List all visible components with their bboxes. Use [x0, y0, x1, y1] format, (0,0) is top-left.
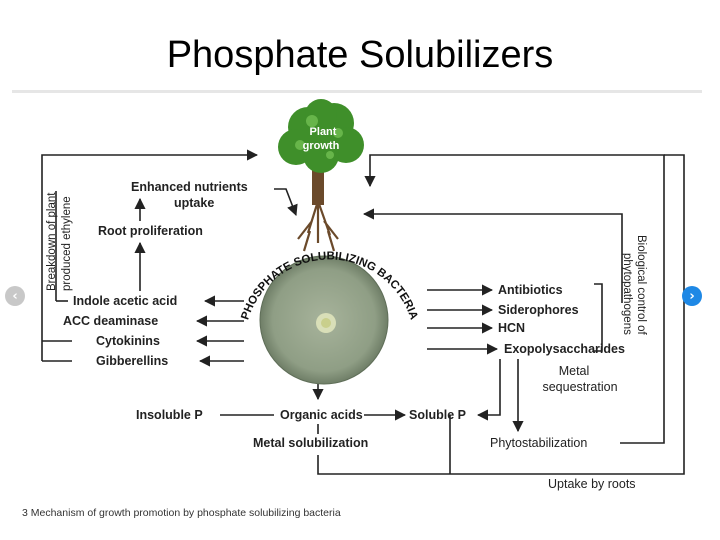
- label-phytostabilization: Phytostabilization: [490, 436, 587, 450]
- chevron-left-icon[interactable]: ‹: [5, 286, 25, 306]
- label-gibberellins: Gibberellins: [96, 354, 168, 368]
- label-biocontrol-line1: Biological control of: [635, 235, 647, 336]
- label-enhanced-line1: Enhanced nutrients: [131, 180, 248, 194]
- arrow-exopoly-soluble: [476, 359, 501, 421]
- loop-left-outer: [41, 149, 259, 361]
- plant-label-line1: Plant: [310, 126, 337, 138]
- label-exopoly: Exopolysaccharides: [504, 342, 625, 356]
- label-metal-solubilization: Metal solubilization: [253, 436, 368, 450]
- label-metal-seq-line1: Metal: [559, 364, 590, 378]
- arrow-enhanced-to-roots: [274, 188, 298, 217]
- label-metal-seq-line2: sequestration: [542, 380, 617, 394]
- figure-caption: 3 Mechanism of growth promotion by phosp…: [22, 507, 341, 519]
- chevron-right-icon[interactable]: ›: [682, 286, 702, 306]
- label-uptake-roots: Uptake by roots: [548, 477, 636, 491]
- label-breakdown-line1: Breakdown of plant: [46, 192, 58, 291]
- plant-tree: Plant growth: [278, 99, 364, 252]
- roots: [297, 200, 339, 252]
- bracket-biocontrol: [594, 283, 603, 352]
- label-organic: Organic acids: [280, 408, 363, 422]
- trunk: [312, 165, 324, 205]
- label-acc: ACC deaminase: [63, 314, 158, 328]
- label-biocontrol-line2: phytopathogens: [621, 253, 633, 335]
- label-root-proliferation: Root proliferation: [98, 224, 203, 238]
- loop-right-outer: [364, 154, 665, 444]
- label-hcn: HCN: [498, 321, 525, 335]
- loop-uptake-roots: [317, 154, 685, 475]
- figure-frame: Plant growth PHOSPHATE SOLUBILIZING BACT…: [12, 90, 702, 525]
- label-enhanced-line2: uptake: [174, 196, 214, 210]
- loop-biocontrol: [362, 208, 623, 303]
- label-soluble: Soluble P: [409, 408, 466, 422]
- petri-dish: [259, 255, 389, 385]
- label-insoluble: Insoluble P: [136, 408, 203, 422]
- plant-label-line2: growth: [303, 140, 340, 152]
- slide-title: Phosphate Solubilizers: [166, 34, 554, 76]
- label-cytokinins: Cytokinins: [96, 334, 160, 348]
- label-antibiotics: Antibiotics: [498, 283, 563, 297]
- mechanism-diagram: Plant growth PHOSPHATE SOLUBILIZING BACT…: [22, 99, 685, 519]
- label-indole: Indole acetic acid: [73, 294, 177, 308]
- label-siderophores: Siderophores: [498, 303, 579, 317]
- label-breakdown-line2: produced ethylene: [61, 196, 73, 291]
